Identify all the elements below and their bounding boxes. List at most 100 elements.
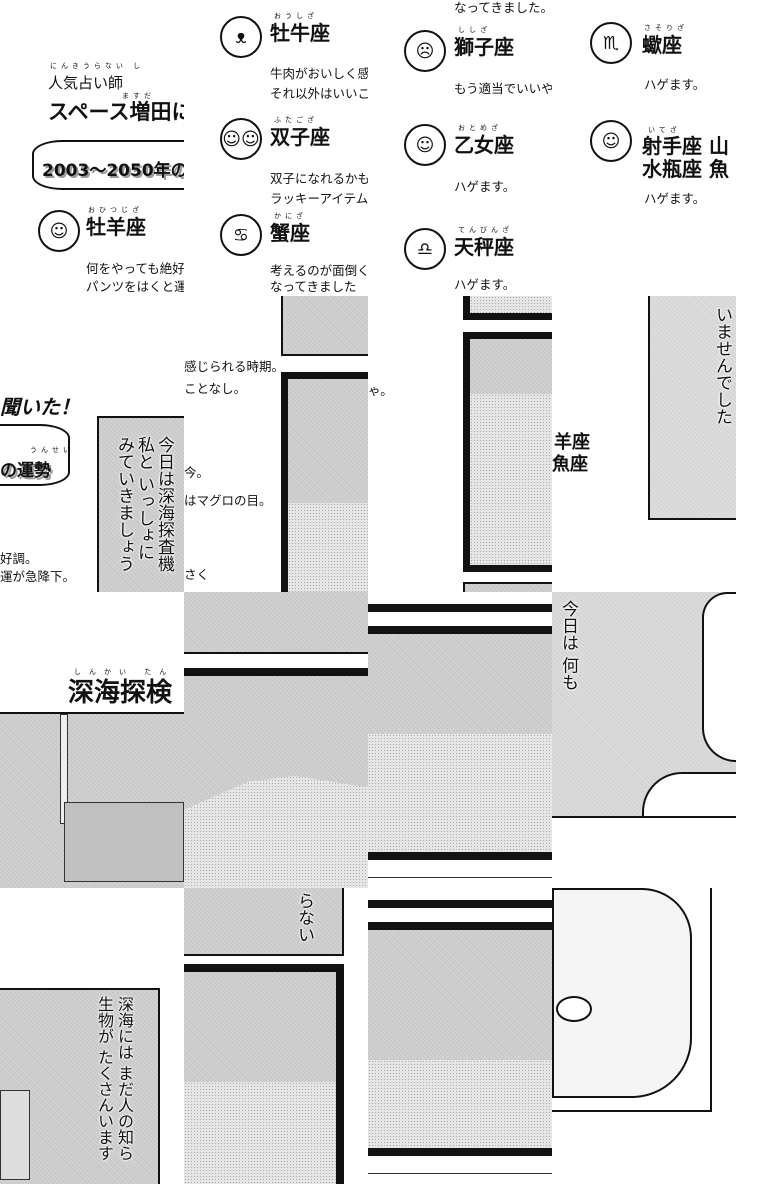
speech-bubble: 今日は深海探査機私と いっしょにみていきましょう: [114, 436, 174, 572]
sign-text: 牛肉がおいしく感: [270, 66, 368, 81]
manga-panel: [97, 416, 184, 592]
title-text: スペース増田に聞: [48, 100, 184, 124]
tile-chapter-title: しんかい たん けん 深海探検: [0, 592, 184, 888]
sign-name: 牡羊座: [86, 215, 146, 239]
sign-text: 考えるのが面倒く: [270, 263, 368, 278]
sign-text: ことなし。: [184, 381, 247, 396]
ruby: おひつじざ: [88, 206, 143, 214]
sign-name: 蠍座: [642, 33, 682, 57]
sign-name: 羊座: [554, 432, 590, 453]
cow-face-icon: ᴥ: [220, 16, 262, 58]
ruby: かにざ: [274, 212, 307, 220]
manga-panel: [368, 626, 552, 860]
manga-panel: [463, 582, 552, 592]
scorpion-icon: ♏: [590, 22, 632, 64]
ruby: いてざ: [648, 126, 681, 134]
ruby: しんかい たん けん: [74, 668, 184, 676]
manga-panel: [281, 372, 368, 592]
sign-name: 射手座 山: [642, 134, 729, 158]
smiley-icon: ☺: [590, 120, 632, 162]
manga-panel: [552, 888, 712, 1112]
sign-text: ハゲます。: [454, 179, 516, 194]
sign-name: 乙女座: [454, 133, 514, 157]
sign-text: パンツをはくと運: [86, 279, 184, 294]
sign-text: ハゲます。: [644, 77, 706, 92]
tile-horoscope-4: ♏ さそりざ 蠍座 ハゲます。 ☺ いてざ 射手座 山 水瓶座 魚 ハゲます。: [552, 0, 736, 296]
ram-face-icon: ☺: [38, 210, 80, 252]
speech-bubble: 今日は 何も: [558, 600, 578, 691]
mouth-drawing: [556, 996, 592, 1022]
speech-bubble: いませんでした: [712, 306, 732, 425]
sign-text: なってきました: [270, 279, 357, 294]
sign-text: ハゲます。: [644, 191, 706, 206]
twins-icon: ☺☺: [220, 118, 262, 160]
title-text: 聞いた！: [0, 395, 80, 419]
tile-horoscope-3: なってきました。 ☹ ししざ 獅子座 もう適当でいいや ☺ おとめざ 乙女座 ハ…: [368, 0, 552, 296]
manga-panel: [281, 296, 368, 356]
sign-text: ラッキーアイテム: [270, 191, 368, 206]
manga-panel: [0, 712, 184, 888]
period-text: 2003〜2050年の: [42, 161, 184, 181]
tile-panels-6: [184, 592, 368, 888]
tile-face-panel: 今日は 何も: [552, 592, 736, 888]
tile-intro-continued: 聞いた！ うんせい の運勢 好調。 運が急降下。 今日は深海探査機私と いっしょ…: [0, 296, 184, 592]
sign-text: 今。: [184, 465, 210, 480]
sign-text: ゃ。: [368, 383, 393, 398]
tile-panels-7: [368, 592, 552, 888]
manga-panel: [648, 296, 736, 520]
sign-name: 魚座: [552, 454, 588, 475]
tile-panels-9: 深海には まだ人の知ら生物が たくさんいます: [0, 888, 184, 1184]
manga-panel: [552, 592, 736, 818]
ruby: ししざ: [458, 26, 491, 34]
intro-text: 人気占い師: [48, 74, 124, 92]
period-burst: [32, 140, 184, 190]
sign-name: 天秤座: [454, 235, 514, 259]
shoulder-drawing: [642, 772, 736, 816]
manga-panel: [184, 964, 344, 1184]
chapter-title: 深海探検: [68, 678, 173, 708]
ruby: にんきうらない し: [50, 62, 145, 70]
manga-panel: [463, 296, 552, 320]
tile-horoscope-2: ᴥ おうしざ 牡牛座 牛肉がおいしく感 それ以外はいいこ ☺☺ ふたござ 双子座…: [184, 0, 368, 296]
speech-bubble: らない: [294, 892, 314, 943]
period-text: の運勢: [0, 461, 51, 481]
sign-name: 水瓶座 魚: [642, 157, 729, 181]
submarine-drawing: [0, 1090, 30, 1180]
tile-horoscope-intro: にんきうらない し 人気占い師 ますだ スペース増田に聞 2003〜2050年の…: [0, 0, 184, 296]
tile-panels-11: [368, 888, 552, 1184]
tile-panels-2: 感じられる時期。 ことなし。 今。 はマグロの目。 さく: [184, 296, 368, 592]
man-face-drawing: [702, 592, 736, 762]
tile-face-panel-2: [552, 888, 736, 1184]
period-burst: [0, 424, 70, 486]
tile-panels-3: ゃ。: [368, 296, 552, 592]
ruby: ふたござ: [274, 116, 318, 124]
scales-icon: ♎: [404, 228, 446, 270]
manga-panel: [463, 332, 552, 572]
ruby: さそりざ: [644, 24, 688, 32]
speech-bubble: 深海には まだ人の知ら生物が たくさんいます: [95, 996, 134, 1162]
tile-panels-4: 羊座 魚座 いませんでした: [552, 296, 736, 592]
manga-panel: [184, 888, 344, 956]
sign-name: 双子座: [270, 125, 330, 149]
sign-text: ハゲます。: [454, 277, 516, 292]
sign-text: なってきました。: [454, 0, 552, 15]
manga-panel: [0, 988, 160, 1184]
sign-text: 運が急降下。: [0, 569, 76, 584]
submarine-drawing: [64, 802, 184, 882]
sign-name: 牡牛座: [270, 21, 330, 45]
man-face-drawing: [552, 888, 692, 1098]
manga-panel: [184, 668, 368, 888]
lion-face-icon: ☹: [404, 30, 446, 72]
sign-text: 好調。: [0, 551, 38, 566]
manga-panel: [184, 592, 368, 654]
ruby: うんせい: [30, 446, 74, 454]
ruby: おとめざ: [458, 124, 502, 132]
crab-icon: ♋: [220, 214, 262, 256]
sign-name: 蟹座: [270, 221, 310, 245]
sign-text: それ以外はいいこ: [270, 86, 368, 101]
sign-text: 何をやっても絶好: [86, 261, 184, 276]
sign-text: もう適当でいいや: [454, 81, 552, 96]
sign-text: 感じられる時期。: [184, 359, 285, 374]
title-ruby: ますだ: [122, 92, 155, 100]
sign-text: さく: [184, 567, 210, 582]
